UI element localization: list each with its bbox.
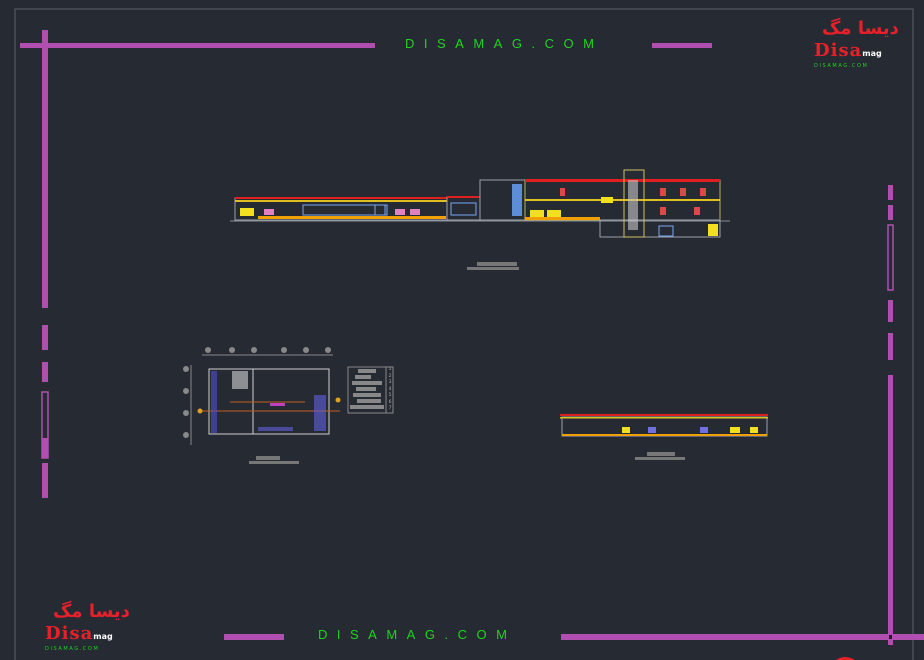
sheet-border (14, 8, 914, 660)
row-number: 5 (388, 393, 392, 399)
row-number: 2 (388, 373, 392, 379)
logo-persian: دیسا مگ (53, 601, 130, 622)
frame-bar-top-right (652, 43, 712, 48)
frame-bar-left (42, 30, 48, 308)
disamag-logo-top: دیسا مگ Disamag DISAMAG.COM (814, 17, 910, 70)
frame-bar-top-left (20, 43, 375, 48)
logo-suffix: mag (862, 49, 882, 58)
building-section-elevation (230, 169, 730, 270)
frame-bar-bottom-right (561, 634, 924, 640)
row-number: 6 (388, 399, 392, 405)
row-number: 3 (388, 380, 392, 386)
watermark-top: DISAMAG.COM (405, 36, 604, 51)
logo-brand: Disa (45, 623, 94, 644)
logo-brand-row: Disamag (45, 623, 141, 645)
frame-bar-right (888, 185, 893, 200)
red-mark (836, 657, 855, 660)
logo-url: DISAMAG.COM (814, 63, 869, 69)
row-number: 7 (388, 406, 392, 412)
schedule-row-numbers: 1 2 3 4 5 6 7 (387, 367, 393, 413)
logo-brand-row: Disamag (814, 40, 910, 62)
frame-bar-bottom-left (224, 634, 284, 640)
logo-brand: Disa (814, 40, 863, 61)
logo-persian: دیسا مگ (822, 18, 899, 39)
side-elevation (560, 414, 768, 460)
logo-url: DISAMAG.COM (45, 646, 100, 652)
schedule-table (347, 366, 394, 414)
floor-plan (183, 347, 341, 464)
logo-suffix: mag (93, 632, 113, 641)
frame-bars (20, 30, 924, 645)
row-number: 4 (388, 386, 392, 392)
disamag-logo-bottom: دیسا مگ Disamag DISAMAG.COM (45, 600, 141, 653)
watermark-bottom: DISAMAG.COM (318, 627, 517, 642)
row-number: 1 (388, 367, 392, 372)
